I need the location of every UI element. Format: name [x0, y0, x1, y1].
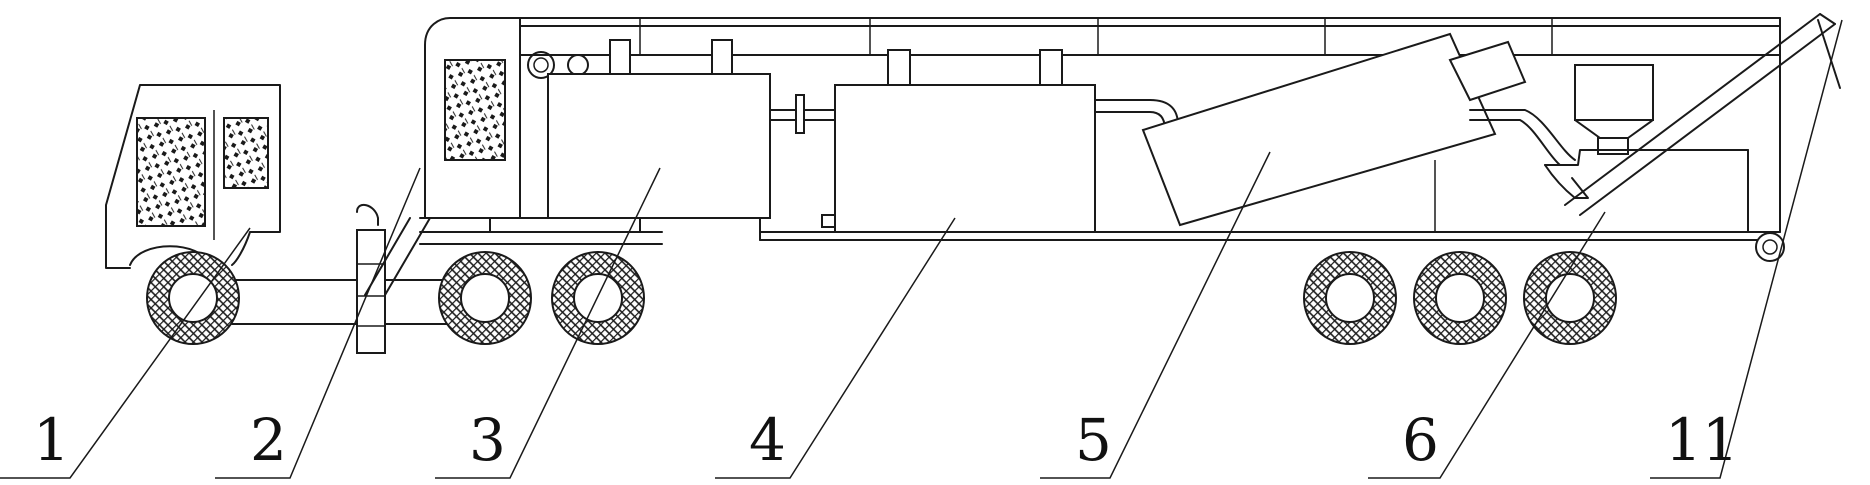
- callout-label-5: 5: [1075, 406, 1112, 474]
- callout-labels: 1 2 3 4 5 6 11: [33, 406, 1739, 474]
- callout-label-2: 2: [250, 406, 287, 474]
- step-ladder: [356, 229, 386, 354]
- tank-unit-3: [519, 39, 836, 219]
- chassis-links: [209, 203, 451, 354]
- front-pulley: [527, 51, 555, 79]
- callout-label-11: 11: [1665, 406, 1739, 474]
- trailer-frame: [419, 17, 1781, 245]
- callout-label-4: 4: [749, 406, 786, 474]
- cab-door-window: [223, 117, 269, 189]
- wheel-rear-1: [1303, 251, 1397, 345]
- callout-label-3: 3: [469, 406, 506, 474]
- mixer-unit-4: [821, 49, 1179, 233]
- wheel-front-1: [438, 251, 532, 345]
- conveyor-11: [1564, 13, 1841, 262]
- cabin-window: [444, 59, 506, 161]
- cab-side-window: [136, 117, 206, 227]
- wheel-rear-2: [1413, 251, 1507, 345]
- callout-leaders: [0, 19, 1843, 479]
- wheels: [146, 251, 1617, 345]
- control-cabin: [364, 17, 761, 296]
- small-tank: [567, 54, 589, 76]
- callout-label-1: 1: [33, 406, 70, 474]
- wheel-front-2: [551, 251, 645, 345]
- hopper-unit-6: [1544, 64, 1749, 199]
- wheel-rear-3: [1523, 251, 1617, 345]
- inclined-drum-5: [1141, 32, 1576, 227]
- tractor-cab: [105, 84, 281, 269]
- wheel-cab: [146, 251, 240, 345]
- rear-pulley: [1755, 232, 1785, 262]
- callout-label-6: 6: [1402, 406, 1439, 474]
